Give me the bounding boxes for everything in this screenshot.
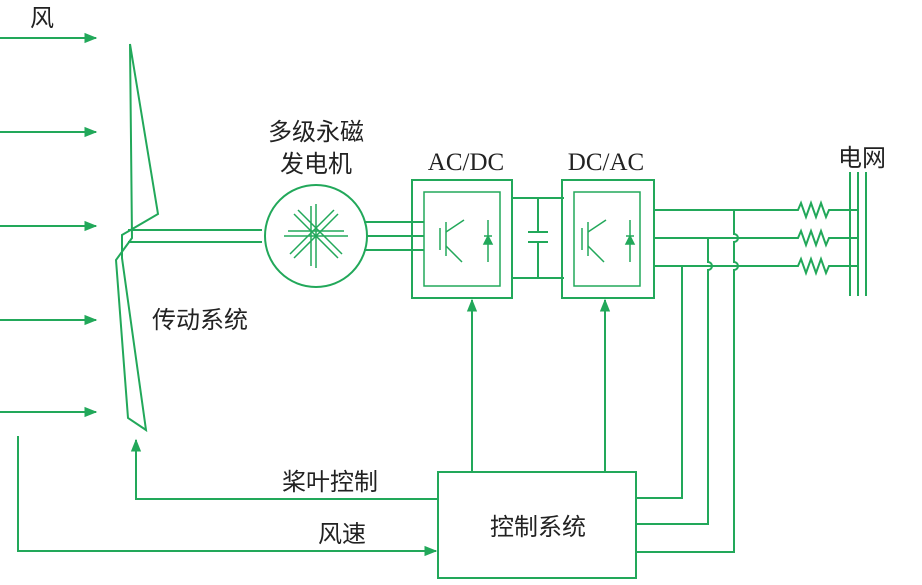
turbine-blade [114, 43, 160, 433]
pitch-control-line [130, 438, 438, 500]
generator-label-line1: 多级永磁 [268, 118, 364, 146]
three-phase-lines-grid [654, 200, 858, 276]
inverter-block [561, 179, 655, 299]
rectifier-label: AC/DC [428, 149, 504, 176]
pitch-control-label: 桨叶控制 [282, 468, 378, 496]
generator-label-line2: 发电机 [280, 150, 352, 178]
sensing-feedback-lines [636, 210, 739, 553]
drive-shaft [128, 229, 262, 243]
wind-speed-label: 风速 [318, 520, 366, 548]
wind-speed-line [17, 436, 438, 557]
generator-symbol [264, 184, 368, 288]
control-system-label: 控制系统 [490, 513, 586, 541]
three-phase-lines-gen [364, 221, 424, 251]
wind-label: 风 [30, 4, 54, 32]
rectifier-block [411, 179, 513, 299]
grid-busbars [849, 172, 867, 296]
drivetrain-label: 传动系统 [152, 306, 248, 334]
dc-link [512, 197, 564, 279]
wind-arrows [0, 32, 98, 418]
grid-label: 电网 [838, 144, 886, 172]
control-system-box [437, 471, 637, 579]
inverter-label: DC/AC [568, 149, 644, 176]
